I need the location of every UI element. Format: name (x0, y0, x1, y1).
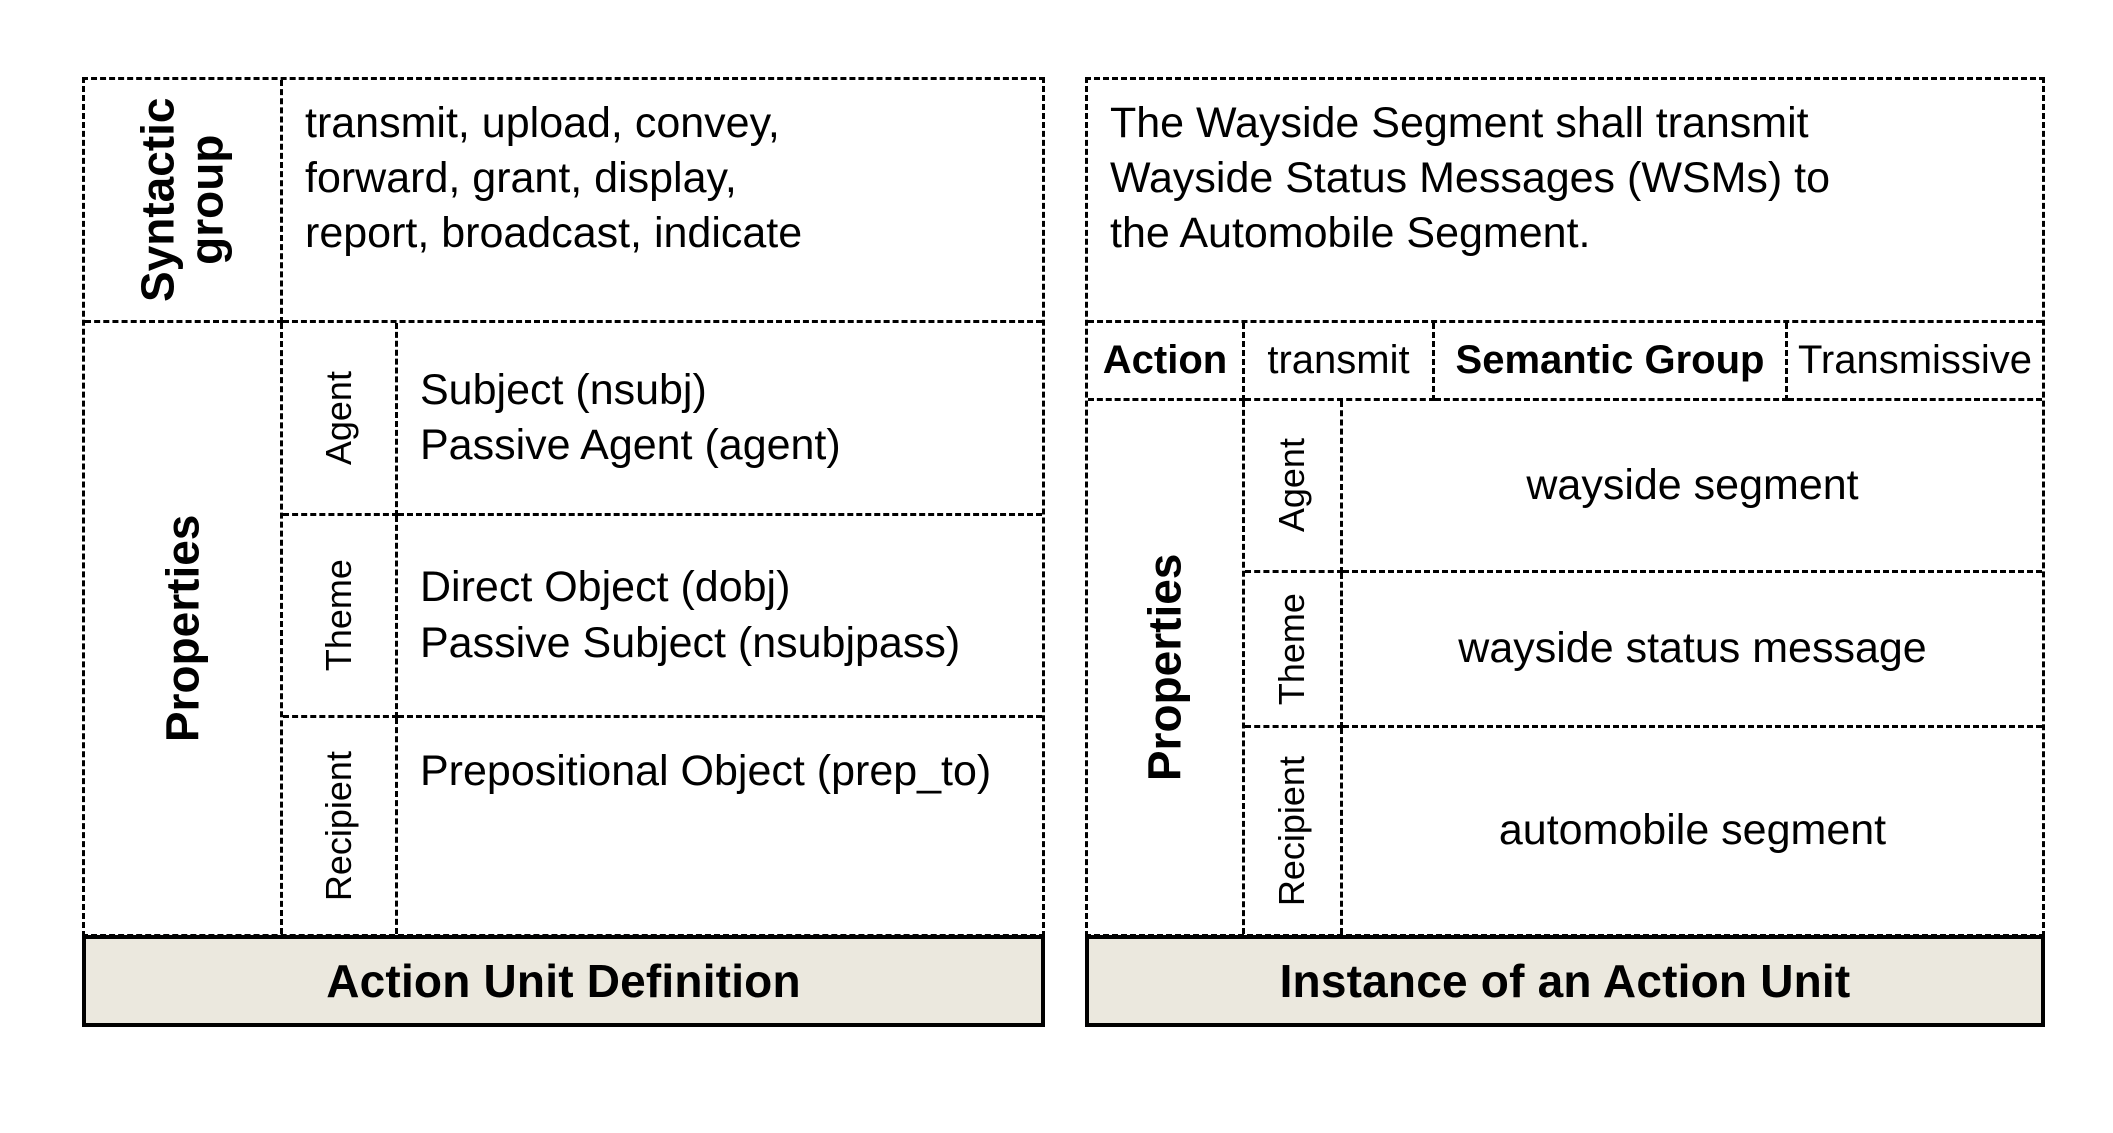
requirement-sentence-cell: The Wayside Segment shall transmit Waysi… (1088, 80, 2042, 323)
action-unit-instance-caption-text: Instance of an Action Unit (1279, 955, 1851, 1007)
right-role-label-recipient: Recipient (1245, 728, 1343, 934)
left-role-value-agent: Subject (nsubj) Passive Agent (agent) (398, 323, 1042, 516)
theme-value-line1: Direct Object (dobj) (420, 563, 791, 612)
agent-value-line1: Subject (nsubj) (420, 365, 707, 414)
left-properties-label: Properties (156, 514, 209, 743)
theme-value-line2: Passive Subject (nsubjpass) (420, 618, 961, 667)
syntactic-group-verbs-line1: transmit, upload, convey, (305, 99, 780, 147)
syntactic-group-label-line1: Syntactic (131, 97, 184, 303)
action-unit-instance-grid: The Wayside Segment shall transmit Waysi… (1085, 77, 2045, 937)
requirement-line1: The Wayside Segment shall transmit (1110, 99, 1809, 147)
action-unit-instance-caption: Instance of an Action Unit (1085, 935, 2045, 1027)
syntactic-group-label-line2: group (180, 134, 233, 266)
right-role-value-recipient: automobile segment (1498, 806, 1887, 855)
action-unit-definition-grid: Syntactic group transmit, upload, convey… (82, 77, 1045, 937)
left-role-value-recipient: Prepositional Object (prep_to) (398, 718, 1042, 934)
left-role-value-theme: Direct Object (dobj) Passive Subject (ns… (398, 516, 1042, 718)
syntactic-group-verbs-line3: report, broadcast, indicate (305, 209, 803, 258)
right-properties-label-cell: Properties (1088, 401, 1245, 934)
action-unit-definition-caption: Action Unit Definition (82, 935, 1045, 1027)
agent-value-line2: Passive Agent (agent) (420, 421, 841, 469)
requirement-line2: Wayside Status Messages (WSMs) to (1110, 154, 1831, 203)
action-unit-instance-panel: The Wayside Segment shall transmit Waysi… (1085, 77, 2045, 1027)
action-unit-definition-caption-text: Action Unit Definition (326, 955, 801, 1007)
action-label-cell: Action (1088, 323, 1245, 401)
action-value-cell: transmit (1245, 323, 1435, 401)
recipient-value-line1: Prepositional Object (prep_to) (420, 747, 992, 795)
syntactic-group-verbs-line2: forward, grant, display, (305, 154, 737, 203)
semantic-group-value-cell: Transmissive (1788, 323, 2042, 401)
right-role-label-theme: Theme (1245, 573, 1343, 728)
semantic-group-label-cell: Semantic Group (1435, 323, 1788, 401)
left-role-label-agent: Agent (283, 323, 398, 516)
left-role-label-recipient: Recipient (283, 718, 398, 934)
right-role-label-agent: Agent (1245, 401, 1343, 573)
requirement-line3: the Automobile Segment. (1110, 209, 1591, 258)
syntactic-group-label-cell: Syntactic group (85, 80, 283, 323)
right-role-value-agent: wayside segment (1343, 401, 2042, 573)
right-properties-label: Properties (1138, 553, 1191, 782)
left-role-label-theme: Theme (283, 516, 398, 718)
right-role-value-theme: wayside status message (1343, 573, 2042, 728)
syntactic-group-verbs-cell: transmit, upload, convey, forward, grant… (283, 80, 1042, 323)
action-unit-definition-panel: Syntactic group transmit, upload, convey… (82, 77, 1045, 1027)
left-properties-label-cell: Properties (85, 323, 283, 934)
